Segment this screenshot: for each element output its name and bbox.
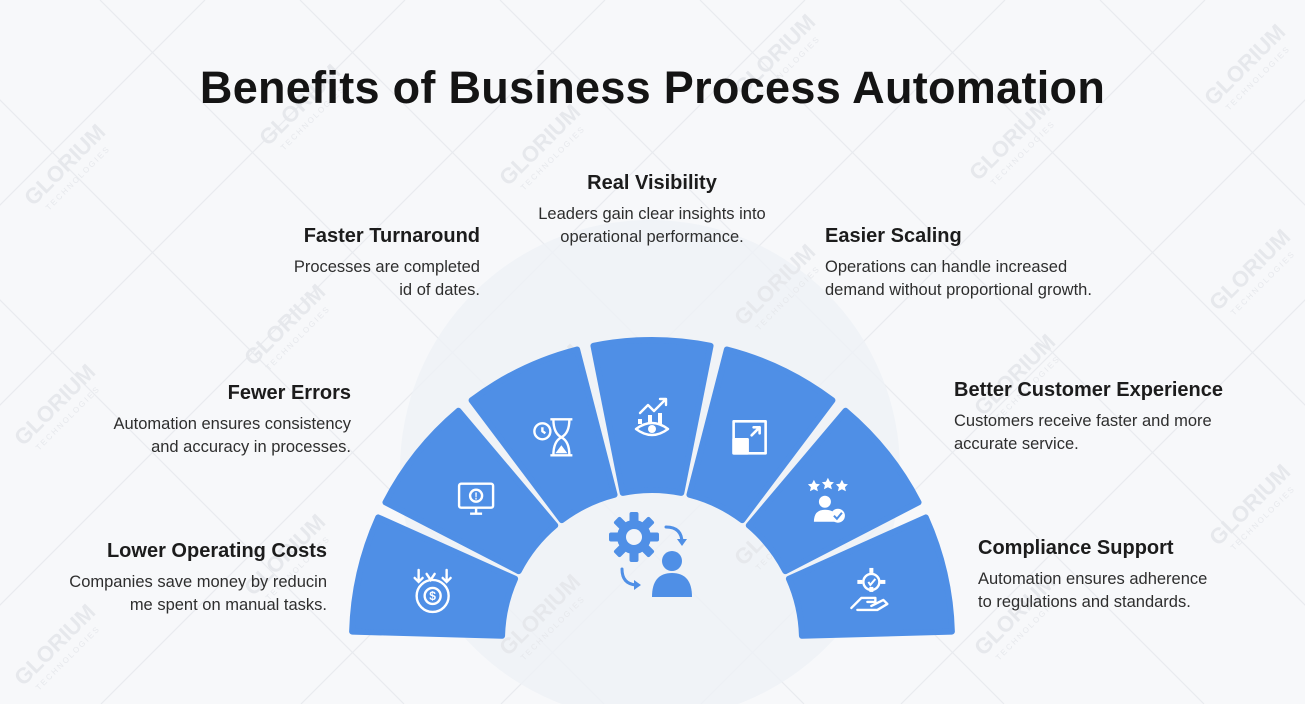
benefit-faster-turnaround: Faster Turnaround Processes are complete… bbox=[180, 225, 480, 302]
benefit-title: Easier Scaling bbox=[825, 225, 962, 247]
center-icon bbox=[609, 512, 692, 597]
benefit-fewer-errors: Fewer Errors Automation ensures consiste… bbox=[21, 382, 351, 459]
benefit-title: Faster Turnaround bbox=[303, 225, 480, 247]
eye-chart-icon bbox=[634, 397, 670, 437]
segment-easier-scaling bbox=[686, 346, 836, 524]
benefit-easier-scaling: Easier Scaling Operations can handle inc… bbox=[825, 225, 1165, 302]
stars-customer-icon bbox=[807, 477, 848, 523]
benefit-title: Lower Operating Costs bbox=[106, 540, 327, 562]
svg-text:$: $ bbox=[429, 589, 436, 603]
benefit-compliance-support: Compliance Support Automation ensures ad… bbox=[978, 537, 1288, 614]
scale-arrow-icon bbox=[732, 419, 767, 455]
benefit-title: Real Visibility bbox=[587, 172, 717, 194]
hourglass-clock-icon bbox=[533, 418, 573, 457]
benefit-title: Compliance Support bbox=[978, 537, 1174, 559]
benefit-title: Fewer Errors bbox=[227, 382, 351, 404]
segment-better-customer-experience bbox=[745, 407, 922, 575]
monitor-check-icon: ! bbox=[457, 482, 495, 515]
money-bag-gear-icon: $ bbox=[413, 568, 452, 614]
segment-compliance-support bbox=[785, 514, 955, 639]
benefit-real-visibility: Real Visibility Leaders gain clear insig… bbox=[502, 172, 802, 249]
page-title: Benefits of Business Process Automation bbox=[199, 62, 1106, 113]
benefit-title: Better Customer Experience bbox=[954, 379, 1223, 401]
gear-hand-icon bbox=[850, 567, 889, 612]
segment-fewer-errors bbox=[382, 407, 559, 575]
benefit-lower-operating-costs: Lower Operating Costs Companies save mon… bbox=[0, 540, 327, 617]
benefit-better-customer-experience: Better Customer Experience Customers rec… bbox=[954, 379, 1284, 456]
svg-text:!: ! bbox=[474, 492, 477, 503]
